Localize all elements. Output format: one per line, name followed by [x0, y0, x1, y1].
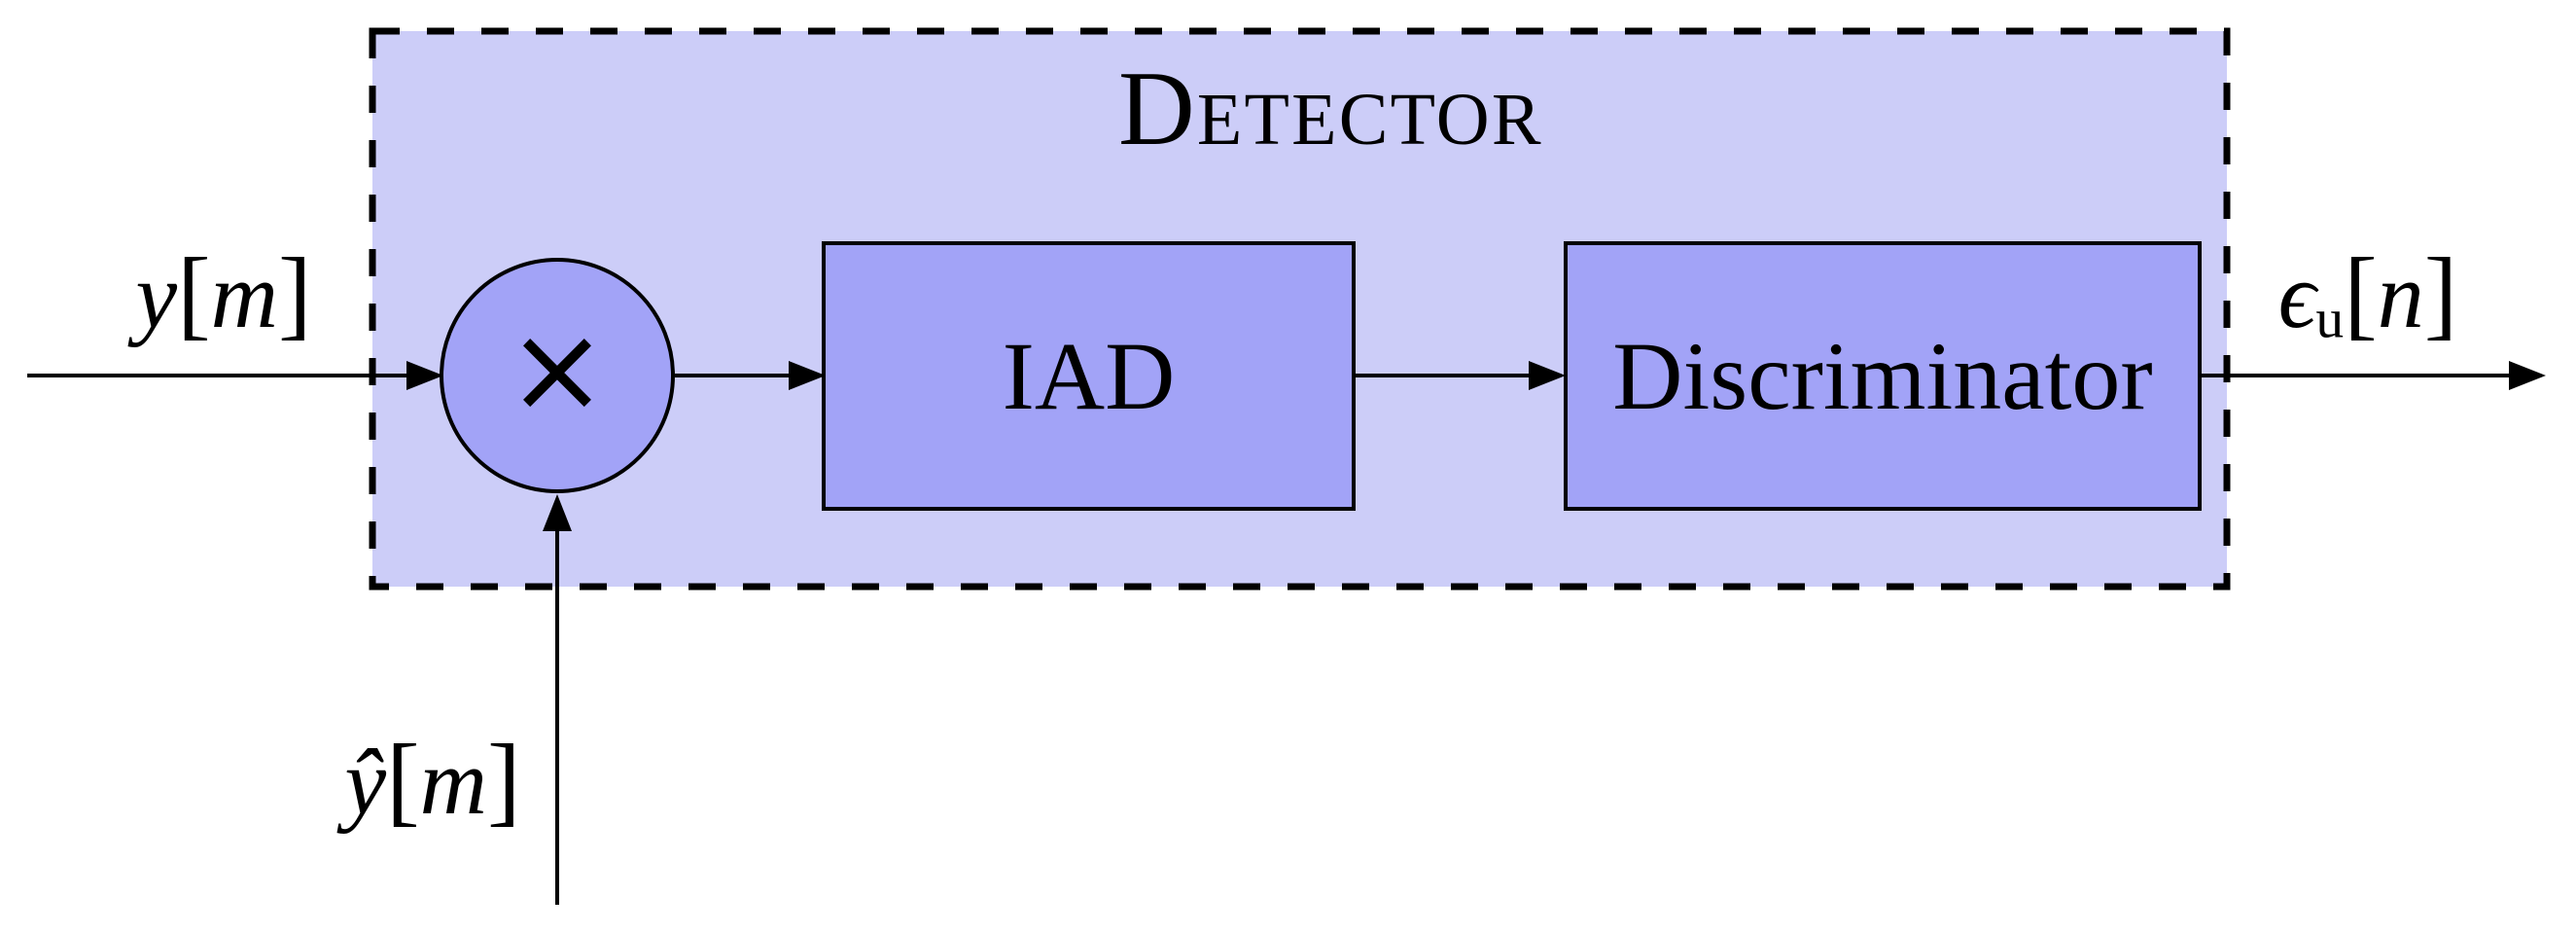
- output-index: n: [2377, 243, 2424, 347]
- discriminator-block: [1564, 241, 2202, 511]
- output-signal-label: ϵu[n]: [2266, 233, 2470, 354]
- open-bracket: [: [177, 238, 211, 349]
- input-signal-label: y[m]: [126, 233, 321, 354]
- iad-block: [822, 241, 1356, 511]
- multiply-icon: ×: [507, 300, 608, 440]
- input-variable: y: [135, 243, 178, 347]
- iad-label: IAD: [824, 243, 1354, 509]
- iad-label-text: IAD: [1002, 322, 1176, 430]
- arrowhead-icon: [406, 361, 443, 390]
- output-arrow: [2200, 361, 2546, 390]
- arrowhead-icon: [1529, 361, 1566, 390]
- arrowhead-icon: [543, 494, 572, 531]
- close-bracket: ]: [486, 725, 521, 836]
- close-bracket: ]: [2423, 238, 2458, 349]
- open-bracket: [: [386, 725, 420, 836]
- input-index: m: [210, 243, 278, 347]
- arrowhead-icon: [2509, 361, 2546, 390]
- open-bracket: [: [2344, 238, 2378, 349]
- iad-to-discriminator-arrow: [1356, 361, 1566, 390]
- discriminator-label-text: Discriminator: [1612, 322, 2153, 430]
- reference-input-arrow: [543, 494, 572, 905]
- reference-variable: ŷ: [344, 730, 387, 834]
- output-variable: ϵ: [2277, 243, 2316, 347]
- output-subscript: u: [2315, 288, 2345, 350]
- reference-index: m: [419, 730, 487, 834]
- arrowhead-icon: [789, 361, 826, 390]
- discriminator-label: Discriminator: [1566, 243, 2200, 509]
- input-arrow: [27, 361, 443, 390]
- multiplier-to-iad-arrow: [675, 361, 826, 390]
- detector-title: Detector: [1118, 50, 1543, 167]
- reference-signal-label: ŷ[m]: [335, 720, 530, 841]
- multiplier-node: [440, 258, 675, 493]
- close-bracket: ]: [277, 238, 312, 349]
